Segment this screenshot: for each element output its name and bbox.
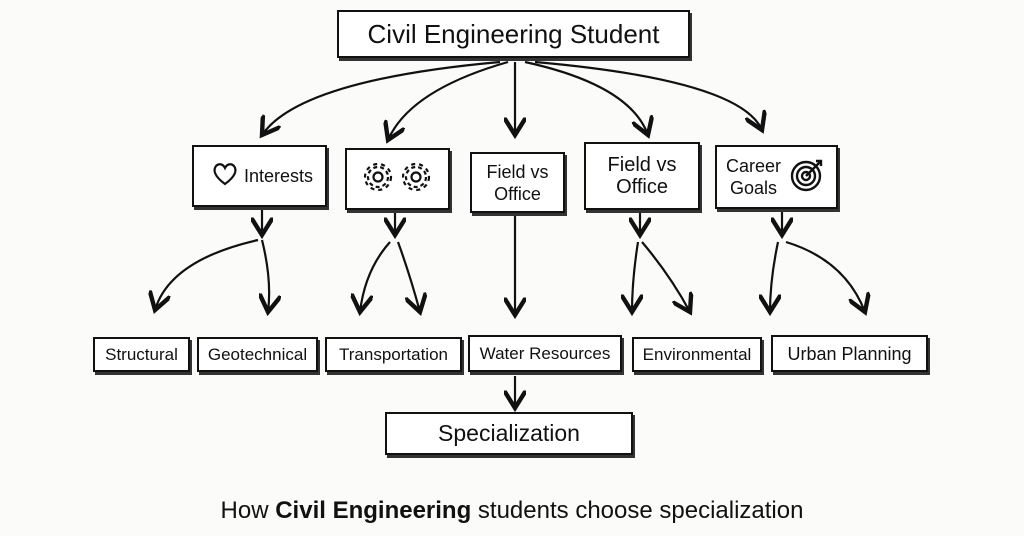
root-node: Civil Engineering Student	[337, 10, 690, 58]
specialization-structural: Structural	[93, 337, 190, 372]
specialization-water-resources: Water Resources	[468, 335, 622, 372]
heart-icon	[212, 162, 238, 191]
factor-career-goals: Career Goals	[715, 145, 838, 209]
root-label: Civil Engineering Student	[367, 18, 660, 49]
specialization-urban-planning: Urban Planning	[771, 335, 928, 372]
specialization-label: Environmental	[642, 344, 752, 364]
outcome-node: Specialization	[385, 412, 633, 455]
specialization-label: Structural	[105, 344, 178, 364]
caption-suffix: students choose specialization	[471, 497, 804, 524]
specialization-geotechnical: Geotechnical	[197, 337, 318, 372]
specialization-label: Urban Planning	[787, 343, 912, 364]
factor-field-vs-office-2: Field vs Office	[584, 142, 700, 210]
factor-interests: Interests	[192, 145, 327, 207]
target-icon	[790, 158, 824, 197]
factor-label: Field vs Office	[486, 161, 549, 204]
diagram-caption: How Civil Engineering students choose sp…	[0, 497, 1024, 525]
caption-prefix: How	[220, 497, 276, 524]
gears-icon	[358, 159, 438, 200]
caption-bold: Civil Engineering	[275, 497, 472, 524]
factor-label: Career Goals	[725, 156, 782, 198]
specialization-environmental: Environmental	[632, 337, 762, 372]
specialization-label: Geotechnical	[207, 344, 308, 364]
outcome-label: Specialization	[438, 420, 580, 446]
factor-label: Field vs Office	[607, 154, 677, 198]
factor-label: Interests	[243, 166, 314, 186]
factor-gears	[345, 148, 450, 210]
specialization-label: Transportation	[339, 344, 448, 364]
factor-field-vs-office-1: Field vs Office	[470, 152, 565, 213]
specialization-label: Water Resources	[479, 343, 611, 363]
specialization-transportation: Transportation	[325, 337, 462, 372]
